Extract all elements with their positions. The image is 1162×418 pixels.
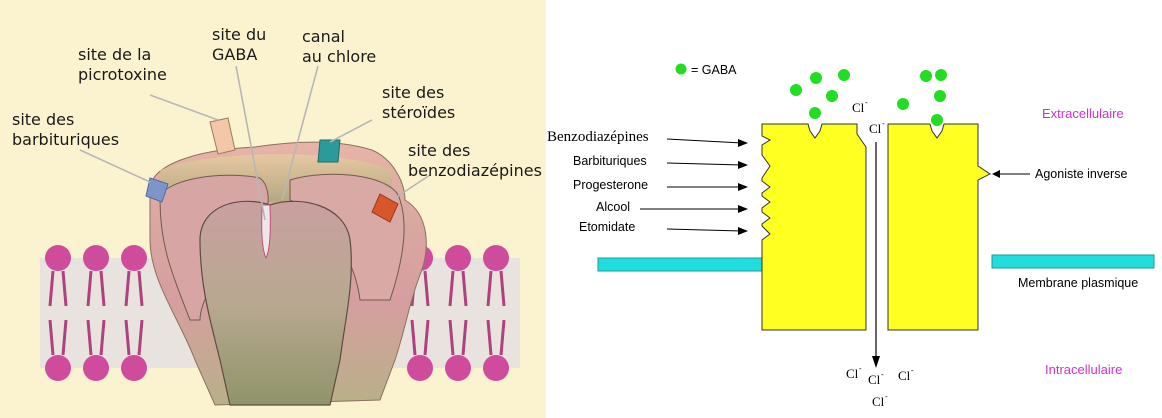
lipid-tail: [448, 319, 468, 356]
gaba-legend-dot: [675, 63, 687, 75]
alcohol-site-text: Alcool: [596, 200, 630, 214]
chloride-channel-label: canal au chlore: [302, 27, 376, 66]
svg-text:-: -: [865, 98, 868, 107]
lipid-head: [121, 245, 147, 271]
svg-text:Cl: Cl: [846, 366, 859, 381]
binding-site-arrows: [640, 138, 748, 235]
lipid-tail: [448, 270, 468, 307]
benzodiazepine-site-label: site des benzodiazépines: [408, 141, 542, 180]
picrotoxin-site-label: site de la picrotoxine: [78, 45, 167, 84]
svg-text:-: -: [882, 119, 885, 128]
steroid-site-marker: [317, 139, 341, 163]
gaba-molecule: [920, 70, 932, 82]
lipid-head: [83, 245, 109, 271]
membrane-left-segment: [597, 257, 763, 272]
membrane-label: Membrane plasmique: [1018, 276, 1138, 290]
lipid-head: [45, 355, 71, 381]
lipid-tail: [48, 319, 68, 356]
progesterone-site-text: Progesterone: [573, 178, 648, 192]
steroid-site-label: site des stéroïdes: [382, 83, 455, 122]
lipid-tail: [486, 270, 506, 307]
etomidate-site-text: Etomidate: [579, 220, 635, 234]
barbiturate-site-marker: [145, 177, 169, 203]
picrotoxin-site-marker: [209, 117, 236, 155]
svg-text:Cl: Cl: [869, 121, 882, 136]
receptor-illustration: site de la picrotoxine site du GABA cana…: [0, 0, 546, 418]
lipid-head: [83, 355, 109, 381]
svg-text:Cl: Cl: [868, 372, 881, 387]
chloride-channel-pore: [261, 204, 271, 260]
receptor-schematic: = GABA Extracellulaire Intracellulaire M…: [547, 63, 1155, 409]
benzodiazepine-site-text: Benzodiazépines: [547, 129, 649, 145]
gaba-molecule: [826, 90, 838, 102]
lipid-tail: [86, 270, 106, 307]
receptor-left-block: [761, 123, 867, 331]
svg-text:-: -: [885, 392, 888, 401]
inverse-agonist-label: Agoniste inverse: [1035, 167, 1127, 181]
chloride-flow-arrow: [872, 142, 880, 368]
svg-text:Cl: Cl: [852, 100, 865, 115]
intracellular-label: Intracellulaire: [1045, 362, 1122, 377]
lipid-tail: [48, 270, 68, 307]
gaba-molecule: [935, 69, 947, 81]
lipid-head: [121, 355, 147, 381]
lipid-tail: [124, 270, 144, 307]
chloride-ion: Cl -: [868, 370, 884, 387]
svg-text:-: -: [859, 364, 862, 373]
lipid-tail: [124, 319, 144, 356]
svg-text:Cl: Cl: [898, 368, 911, 383]
gaba-molecule: [931, 114, 943, 126]
lipid-head: [445, 355, 471, 381]
gaba-molecule: [809, 107, 821, 119]
chloride-ion: Cl -: [869, 119, 885, 136]
benzodiazepine-site-marker: [371, 193, 399, 223]
lipid-head: [445, 245, 471, 271]
svg-text:Cl: Cl: [872, 394, 885, 409]
extracellular-label: Extracellulaire: [1042, 106, 1124, 121]
gaba-molecule: [790, 84, 802, 96]
svg-text:-: -: [911, 366, 914, 375]
receptor-front-subunit: [199, 200, 352, 406]
gaba-molecule: [810, 72, 822, 84]
receptor-right-block: [887, 123, 991, 331]
membrane-right-segment: [991, 254, 1155, 269]
barbiturate-site-label: site des barbituriques: [12, 110, 119, 149]
lipid-head: [483, 355, 509, 381]
lipid-head: [45, 245, 71, 271]
gaba-molecules: [790, 69, 947, 126]
svg-text:-: -: [881, 370, 884, 379]
chloride-ion: Cl -: [898, 366, 914, 383]
lipid-tail: [86, 319, 106, 356]
barbiturate-site-text: Barbituriques: [573, 154, 647, 168]
lipid-heads: [45, 245, 509, 381]
gaba-molecule: [838, 69, 850, 81]
left-pointer-lines: [79, 65, 431, 221]
chloride-ion: Cl -: [846, 364, 862, 381]
gaba-legend-label: = GABA: [691, 63, 737, 77]
gaba-site-label: site du GABA: [212, 25, 271, 64]
inverse-agonist-arrow: [992, 170, 1030, 178]
gaba-molecule: [934, 90, 946, 102]
chloride-ions: Cl - Cl - Cl - Cl - Cl - Cl -: [846, 98, 914, 409]
chloride-ion: Cl -: [872, 392, 888, 409]
lipid-tail: [410, 319, 430, 356]
gaba-molecule: [897, 98, 909, 110]
lipid-head: [483, 245, 509, 271]
lipid-tail: [486, 319, 506, 356]
lipid-head: [407, 355, 433, 381]
chloride-ion: Cl -: [852, 98, 868, 115]
